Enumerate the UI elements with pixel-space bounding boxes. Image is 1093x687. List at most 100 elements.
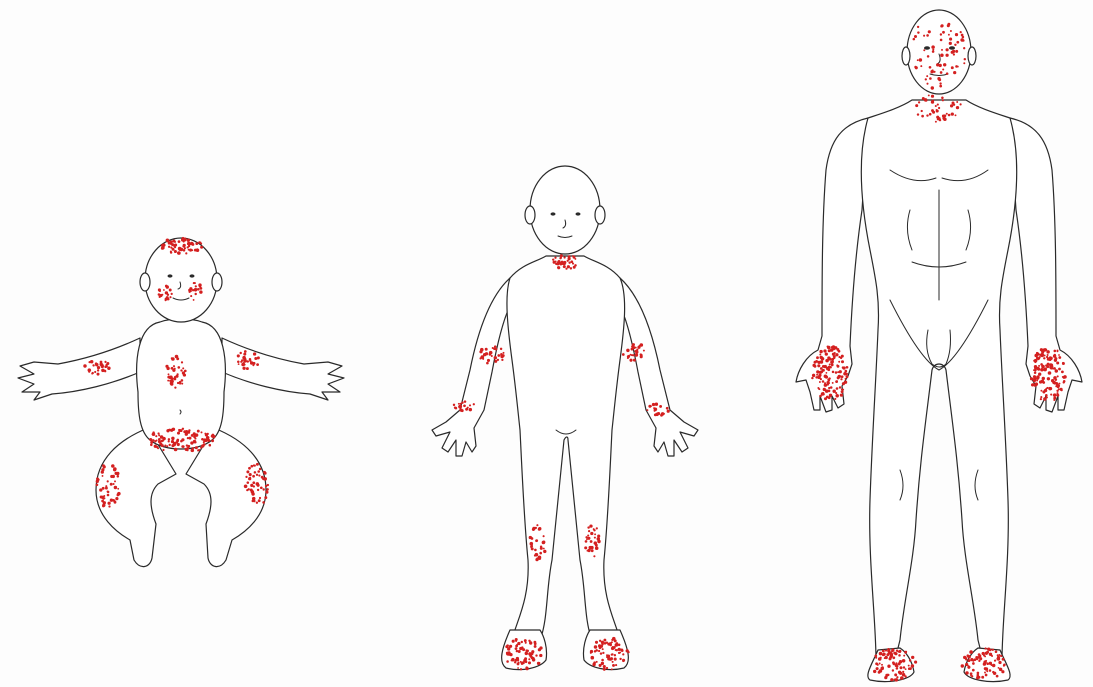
lesion-dot xyxy=(927,55,930,58)
lesion-dot xyxy=(885,650,887,652)
lesion-dot xyxy=(817,375,821,379)
lesion-dot xyxy=(917,31,919,33)
lesion-dot xyxy=(960,38,963,41)
lesion-dot xyxy=(168,429,171,432)
lesion-dot xyxy=(171,367,173,369)
lesion-dot xyxy=(601,643,604,646)
lesion-dot xyxy=(88,369,90,371)
lesion-dot xyxy=(259,497,261,499)
lesion-dot xyxy=(935,121,937,123)
lesion-dot xyxy=(593,661,596,664)
lesion-dot xyxy=(584,546,587,549)
lesion-dot xyxy=(166,445,168,447)
lesion-dot xyxy=(506,660,509,663)
lesion-dot xyxy=(114,480,116,482)
lesion-dot xyxy=(258,499,261,502)
lesion-dot xyxy=(177,382,179,384)
lesion-dot xyxy=(879,652,883,656)
lesion-dot xyxy=(1040,363,1043,366)
lesion-dot xyxy=(191,243,194,246)
lesion-dot xyxy=(237,354,240,357)
child-left-ear xyxy=(595,206,605,224)
lesion-dot xyxy=(652,403,655,406)
lesion-dot xyxy=(595,641,598,644)
lesion-dot xyxy=(173,365,175,367)
lesion-dot xyxy=(155,435,157,437)
lesion-dot xyxy=(811,377,813,379)
child-eye xyxy=(576,212,581,215)
lesion-dot xyxy=(185,252,187,254)
lesion-dot xyxy=(174,250,177,253)
lesion-dot xyxy=(619,658,621,660)
lesion-dot xyxy=(835,394,839,398)
lesion-dot xyxy=(915,104,918,107)
lesion-dot xyxy=(829,363,831,365)
lesion-dot xyxy=(117,492,121,496)
lesion-dot xyxy=(825,372,827,374)
lesion-dot xyxy=(840,378,842,380)
lesion-dot xyxy=(602,652,604,654)
lesion-dot xyxy=(831,364,834,367)
lesion-dot xyxy=(105,487,108,490)
lesion-dot xyxy=(993,672,996,675)
lesion-dot xyxy=(199,290,202,293)
lesion-dot xyxy=(820,367,823,370)
lesion-dot xyxy=(920,65,922,67)
lesion-dot xyxy=(825,352,828,355)
lesion-dot xyxy=(159,290,161,292)
lesion-dot xyxy=(250,465,253,468)
lesion-dot xyxy=(561,261,564,264)
lesion-dot xyxy=(535,540,537,542)
lesion-dot xyxy=(112,499,115,502)
lesion-dot xyxy=(563,265,566,268)
lesion-dot xyxy=(248,488,250,490)
lesion-dot xyxy=(535,553,539,557)
lesion-dot xyxy=(817,364,820,367)
lesion-dot xyxy=(1045,388,1047,390)
lesion-dot xyxy=(816,356,819,359)
lesion-dot xyxy=(200,431,202,433)
lesion-dot xyxy=(898,671,901,674)
lesion-dot xyxy=(985,674,988,677)
lesion-dot xyxy=(1041,350,1044,353)
lesion-dot xyxy=(162,449,164,451)
lesion-dot xyxy=(101,468,104,471)
lesion-dot xyxy=(598,644,601,647)
lesion-dot xyxy=(981,676,984,679)
lesion-dot xyxy=(929,66,932,69)
lesion-dot xyxy=(918,101,920,103)
child-right-arm xyxy=(432,278,510,456)
lesion-dot xyxy=(956,41,959,44)
infant-eye xyxy=(168,274,173,277)
lesion-dot xyxy=(159,442,162,445)
lesion-dot xyxy=(1042,381,1045,384)
lesion-dot xyxy=(946,48,949,51)
lesion-dot xyxy=(525,642,527,644)
lesion-dot xyxy=(819,356,822,359)
lesion-dot xyxy=(970,658,973,661)
lesion-dot xyxy=(171,437,174,440)
lesion-dot xyxy=(967,654,970,657)
lesion-dot xyxy=(955,50,958,53)
lesion-dot xyxy=(531,656,534,659)
lesion-dot xyxy=(258,475,260,477)
lesion-dot xyxy=(101,369,104,372)
lesion-dot xyxy=(842,366,845,369)
lesion-dot xyxy=(822,393,824,395)
lesion-dot xyxy=(168,373,170,375)
lesion-dot xyxy=(542,541,545,544)
lesion-dot xyxy=(622,653,624,655)
lesion-dot xyxy=(949,38,952,41)
infant-figure xyxy=(18,238,344,567)
lesion-dot xyxy=(831,360,834,363)
lesion-dot xyxy=(894,652,897,655)
lesion-dot xyxy=(181,383,183,385)
lesion-dot xyxy=(904,651,907,654)
lesion-dot xyxy=(543,535,545,537)
lesion-dot xyxy=(497,354,500,357)
lesion-dot xyxy=(603,665,606,668)
lesion-dot xyxy=(899,650,902,653)
lesion-dot xyxy=(942,99,944,101)
lesion-dot xyxy=(521,641,523,643)
lesion-dot xyxy=(241,359,243,361)
